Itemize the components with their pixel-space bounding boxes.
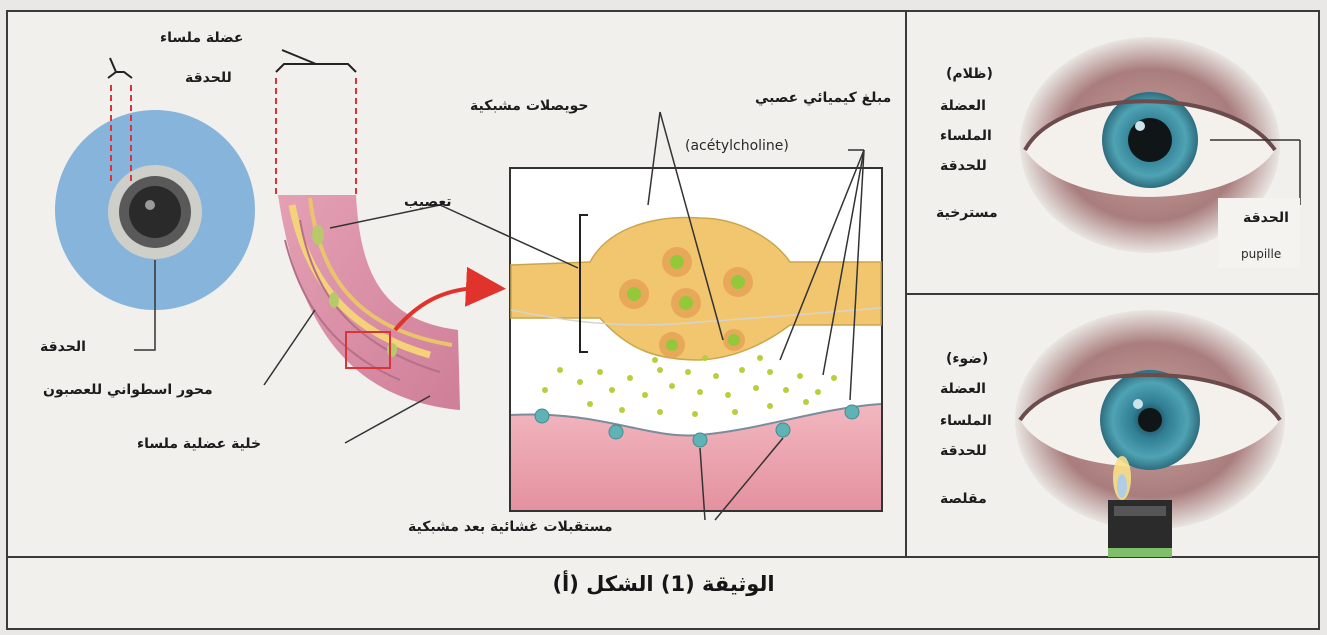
smooth-muscle-label: عضلة ملساء xyxy=(160,27,243,49)
light-line-4: مقلصة xyxy=(940,488,987,510)
dark-line-2: الملساء xyxy=(940,125,992,147)
light-line-3: للحدقة xyxy=(940,440,987,462)
dark-line-3: للحدقة xyxy=(940,155,987,177)
pupil-fr-label: pupille xyxy=(1241,247,1281,261)
pupil-muscle-label: للحدقة xyxy=(185,67,232,89)
dark-line-4: مسترخية xyxy=(936,202,998,224)
axon-label: محور اسطواني للعصبون xyxy=(43,379,213,401)
synaptic-vesicles-label: حويصلات مشبكية xyxy=(470,95,588,117)
acetylcholine-label: (acétylcholine) xyxy=(685,138,789,154)
receptors-label: مستقبلات غشائية بعد مشبكية xyxy=(408,516,613,538)
pupil-label: الحدقة xyxy=(40,336,86,358)
smooth-muscle-cell-label: خلية عضلية ملساء xyxy=(137,433,261,455)
bracket-marks xyxy=(108,50,356,78)
figure-caption: الوثيقة (1) الشكل (أ) xyxy=(0,572,1327,596)
pupil-ar-label: الحدقة xyxy=(1243,207,1289,229)
synapse-detail xyxy=(510,168,882,511)
neurotransmitter-label: مبلغ كيميائي عصبي xyxy=(755,87,891,109)
dark-condition-label: (ظلام) xyxy=(946,63,993,85)
dark-line-1: العضلة xyxy=(940,95,986,117)
innervation-label: تعصيب xyxy=(404,191,452,213)
light-line-1: العضلة xyxy=(940,378,986,400)
eye-light xyxy=(1015,310,1285,557)
eye-dark xyxy=(1020,37,1300,268)
smooth-muscle-tissue xyxy=(278,195,460,410)
light-condition-label: (ضوء) xyxy=(946,348,988,370)
light-line-2: الملساء xyxy=(940,410,992,432)
